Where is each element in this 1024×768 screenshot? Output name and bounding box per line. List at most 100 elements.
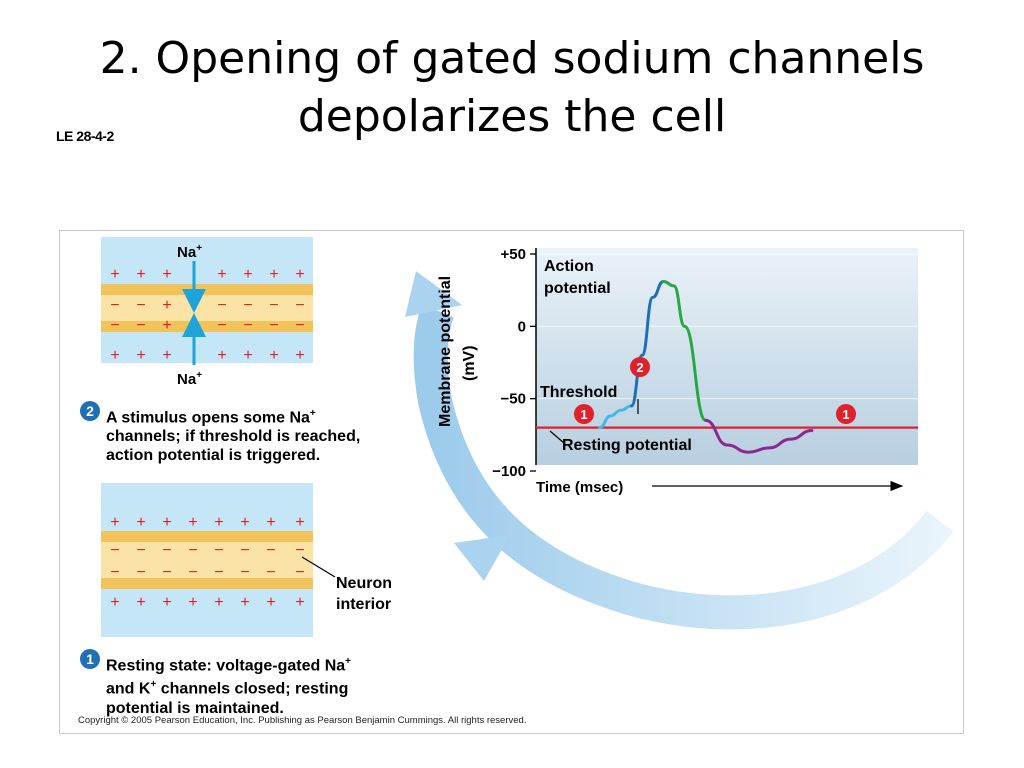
charge-minus: − <box>217 317 226 334</box>
membrane-bottom: ++++++++−−−−−−−−−−−−−−−−++++++++ Neuron … <box>101 483 392 637</box>
y-axis-label-2: (mV) <box>461 345 478 381</box>
action-potential-curve <box>536 279 918 454</box>
resting-pointer <box>549 430 565 444</box>
y-tick-label: +50 <box>501 246 526 263</box>
slide-title-line-1: 2. Opening of gated sodium channels <box>99 33 925 84</box>
y-axis-label-1: Membrane potential <box>437 276 454 427</box>
charge-minus: − <box>214 564 223 581</box>
charge-plus: + <box>162 317 171 334</box>
svg-text:2: 2 <box>636 360 643 375</box>
charge-plus: + <box>243 347 252 364</box>
charge-plus: + <box>217 347 226 364</box>
gridlines <box>536 253 918 472</box>
label-resting: Resting potential <box>562 437 692 454</box>
neuron-interior-label-2: interior <box>336 596 391 613</box>
figure-label: LE 28-4-2 <box>56 128 114 144</box>
charge-minus: − <box>136 542 145 559</box>
cycle-arrow-head-top <box>405 271 462 317</box>
step-2-caption: A stimulus opens some Na+ channels; if t… <box>106 408 361 465</box>
cycle-arrow-head-bottom <box>454 535 510 581</box>
charge-minus: − <box>266 542 275 559</box>
charge-plus: + <box>243 266 252 283</box>
charge-plus: + <box>110 514 119 531</box>
charge-plus: + <box>162 347 171 364</box>
charge-plus: + <box>110 594 119 611</box>
charge-plus: + <box>295 347 304 364</box>
slide-title: 2. Opening of gated sodium channels depo… <box>60 30 964 146</box>
charge-minus: − <box>110 317 119 334</box>
charge-plus: + <box>162 297 171 314</box>
charge-plus: + <box>162 594 171 611</box>
charge-plus: + <box>188 594 197 611</box>
figure-drawing: +++++++−−+−−−−−−+−−−−+++++++ Na+ Na+ +++… <box>101 237 954 637</box>
charge-plus: + <box>136 347 145 364</box>
charge-plus: + <box>295 594 304 611</box>
charge-minus: − <box>136 297 145 314</box>
y-tick-label: −100 <box>492 463 526 480</box>
charge-plus: + <box>110 347 119 364</box>
figure-panel: +++++++−−+−−−−−−+−−−−+++++++ Na+ Na+ +++… <box>59 230 964 734</box>
charge-plus: + <box>188 514 197 531</box>
charge-plus: + <box>162 266 171 283</box>
depolarization-segment <box>598 404 633 430</box>
charge-plus: + <box>269 347 278 364</box>
charge-minus: − <box>217 297 226 314</box>
charge-minus: − <box>110 564 119 581</box>
rising-phase-segment <box>630 279 665 408</box>
charge-plus: + <box>240 594 249 611</box>
charge-minus: − <box>110 542 119 559</box>
charge-minus: − <box>295 564 304 581</box>
charge-plus: + <box>295 514 304 531</box>
action-potential-graph: +500−50−100 Membrane potential (mV) Acti… <box>437 246 918 496</box>
copyright-notice: Copyright © 2005 Pearson Education, Inc.… <box>78 715 527 726</box>
charge-minus: − <box>136 564 145 581</box>
charge-minus: − <box>269 317 278 334</box>
falling-phase-segment <box>661 279 708 422</box>
charge-minus: − <box>240 564 249 581</box>
charge-plus: + <box>110 266 119 283</box>
charge-minus: − <box>188 542 197 559</box>
charge-plus: + <box>240 514 249 531</box>
charge-minus: − <box>266 564 275 581</box>
charge-plus: + <box>266 594 275 611</box>
x-axis-label: Time (msec) <box>536 479 623 496</box>
step-1-caption: Resting state: voltage-gated Na+ and K+ … <box>106 656 351 717</box>
neuron-interior-pointer <box>301 556 336 578</box>
charge-plus: + <box>295 266 304 283</box>
charge-plus: + <box>136 594 145 611</box>
slide-title-line-2: depolarizes the cell <box>297 91 727 142</box>
charge-plus: + <box>214 594 223 611</box>
step-1-badge: 1 <box>80 649 100 669</box>
step-2-badge: 2 <box>80 401 100 421</box>
charge-minus: − <box>295 317 304 334</box>
charge-minus: − <box>110 297 119 314</box>
graph-marker-1-right: 1 <box>836 404 856 424</box>
label-threshold: Threshold <box>540 384 617 401</box>
charge-plus: + <box>136 514 145 531</box>
na-label-top: Na+ <box>177 243 202 261</box>
y-tick-label: −50 <box>501 391 526 408</box>
label-action: Action <box>544 258 594 275</box>
charge-minus: − <box>295 297 304 314</box>
na-label-bottom: Na+ <box>177 370 202 388</box>
charge-minus: − <box>188 564 197 581</box>
y-tick-labels: +500−50−100 <box>492 246 526 480</box>
undershoot-segment <box>704 418 814 454</box>
charge-minus: − <box>162 542 171 559</box>
charge-plus: + <box>136 266 145 283</box>
charge-plus: + <box>266 514 275 531</box>
charge-plus: + <box>269 266 278 283</box>
svg-text:1: 1 <box>842 407 849 422</box>
charge-plus: + <box>217 266 226 283</box>
y-tick-marks <box>530 253 536 472</box>
charge-minus: − <box>162 564 171 581</box>
charge-plus: + <box>214 514 223 531</box>
graph-marker-2: 2 <box>630 357 650 377</box>
charge-minus: − <box>243 297 252 314</box>
charge-plus: + <box>162 514 171 531</box>
charge-minus: − <box>295 542 304 559</box>
graph-marker-1-left: 1 <box>574 404 594 424</box>
charge-minus: − <box>243 317 252 334</box>
charge-minus: − <box>240 542 249 559</box>
neuron-interior-label-1: Neuron <box>336 575 392 592</box>
